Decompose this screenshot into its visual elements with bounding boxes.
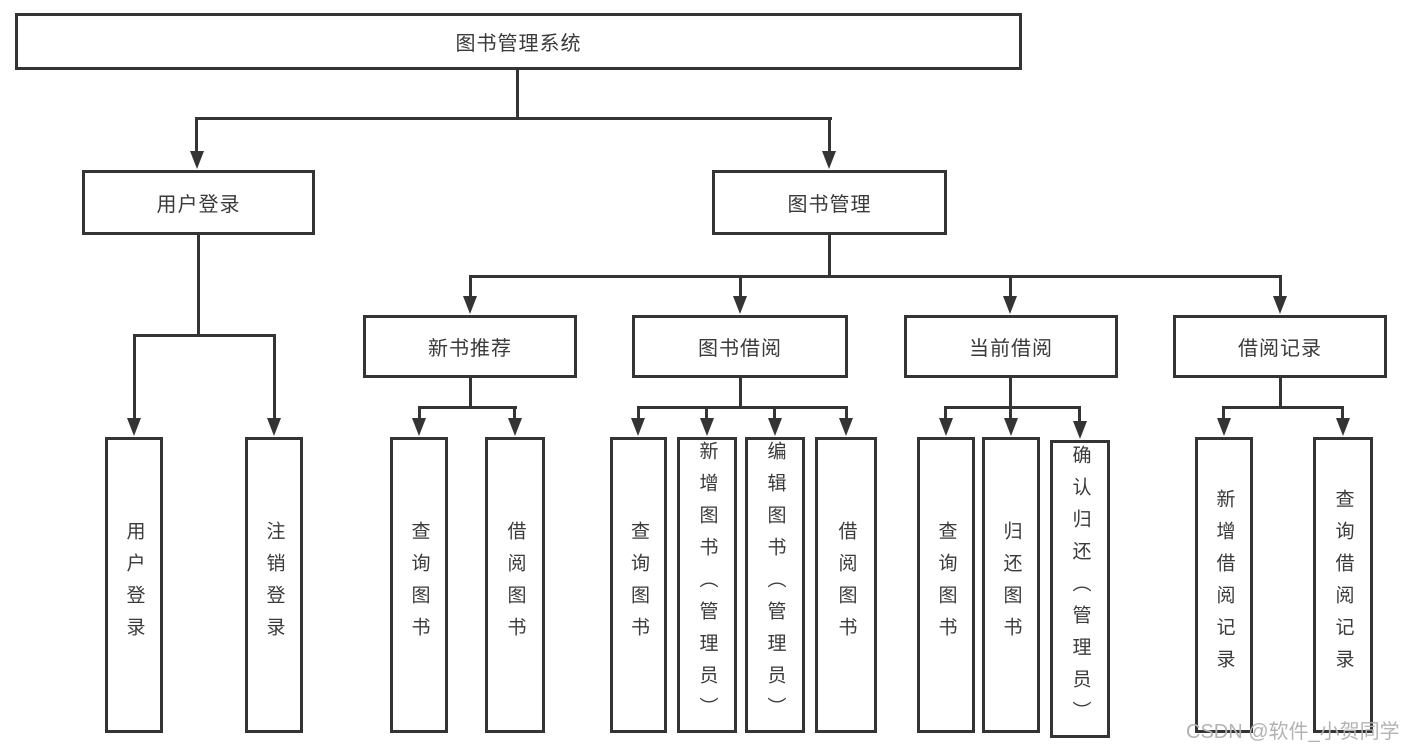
connector-line <box>773 406 776 420</box>
arrowhead-icon <box>822 151 836 169</box>
arrowhead-icon <box>412 418 426 436</box>
leaf-add-borrow-record: 新增借阅记录 <box>1195 437 1253 733</box>
arrowhead-icon <box>700 418 714 436</box>
arrowhead-icon <box>839 418 853 436</box>
connector-line <box>516 70 519 120</box>
connector-line <box>469 378 472 409</box>
leaf-query-books: 查询图书 <box>390 437 448 733</box>
arrowhead-icon <box>508 418 522 436</box>
connector-line <box>418 406 421 420</box>
node-library-management-system: 图书管理系统 <box>15 13 1022 70</box>
node-label: 确认归还（管理员） <box>1069 445 1091 733</box>
arrowhead-icon <box>127 418 141 436</box>
node-label: 查询图书 <box>935 521 957 649</box>
connector-line <box>1222 406 1344 409</box>
arrowhead-icon <box>1217 418 1231 436</box>
connector-line <box>133 334 136 420</box>
arrowhead-icon <box>1336 418 1350 436</box>
connector-line <box>828 234 831 278</box>
connector-line <box>469 275 472 299</box>
node-label: 查询借阅记录 <box>1332 489 1354 681</box>
leaf-return-books: 归还图书 <box>982 437 1040 733</box>
arrowhead-icon <box>939 418 953 436</box>
leaf-user-login: 用户登录 <box>105 437 163 733</box>
arrowhead-icon <box>631 418 645 436</box>
connector-line <box>418 406 517 409</box>
node-label: 图书管理系统 <box>455 33 582 55</box>
node-label: 新增借阅记录 <box>1213 489 1235 681</box>
node-label: 用户登录 <box>123 521 145 649</box>
node-label: 借阅记录 <box>1238 338 1322 360</box>
node-label: 图书管理 <box>787 194 872 216</box>
connector-line <box>637 406 848 409</box>
arrowhead-icon <box>768 418 782 436</box>
connector-line <box>513 406 516 420</box>
connector-line <box>828 117 831 155</box>
leaf-borrow-books: 借阅图书 <box>485 437 545 733</box>
node-borrowing-records: 借阅记录 <box>1173 315 1387 378</box>
node-label: 借阅图书 <box>835 521 857 649</box>
arrowhead-icon <box>1273 296 1287 314</box>
connector-line <box>739 275 742 299</box>
node-label: 查询图书 <box>628 521 649 649</box>
connector-line <box>637 406 640 420</box>
connector-line <box>197 234 200 337</box>
node-label: 新增图书（管理员） <box>696 441 718 729</box>
node-label: 注销登录 <box>263 521 285 649</box>
arrowhead-icon <box>733 296 747 314</box>
node-label: 图书借阅 <box>698 338 782 360</box>
connector-line <box>944 406 947 420</box>
arrowhead-icon <box>463 296 477 314</box>
arrowhead-icon <box>190 151 204 169</box>
leaf-query-books: 查询图书 <box>610 437 667 733</box>
connector-line <box>1009 378 1012 409</box>
connector-line <box>1078 406 1081 422</box>
csdn-watermark: CSDN @软件_小贺同学 <box>1186 721 1400 743</box>
connector-line <box>469 275 1281 278</box>
arrowhead-icon <box>267 418 281 436</box>
connector-line <box>195 117 832 120</box>
leaf-query-borrow-record: 查询借阅记录 <box>1313 437 1373 733</box>
connector-line <box>1341 406 1344 420</box>
node-label: 当前借阅 <box>969 338 1053 360</box>
node-label: 用户登录 <box>156 194 241 216</box>
node-current-borrowing: 当前借阅 <box>904 315 1118 378</box>
connector-line <box>705 406 708 420</box>
arrowhead-icon <box>1003 296 1017 314</box>
connector-line <box>1279 275 1282 299</box>
node-label: 归还图书 <box>1000 521 1022 649</box>
connector-line <box>1009 275 1012 299</box>
node-label: 编辑图书（管理员） <box>764 441 786 729</box>
connector-line <box>273 334 276 420</box>
leaf-add-books-admin: 新增图书（管理员） <box>677 437 737 733</box>
node-user-login: 用户登录 <box>82 170 315 235</box>
node-new-book-recommendation: 新书推荐 <box>363 315 577 378</box>
connector-line <box>1279 378 1282 409</box>
connector-line <box>739 378 742 409</box>
node-label: 查询图书 <box>408 521 430 649</box>
connector-line <box>1222 406 1225 420</box>
arrowhead-icon <box>1073 421 1087 439</box>
leaf-logout: 注销登录 <box>245 437 303 733</box>
node-book-management: 图书管理 <box>712 170 947 235</box>
leaf-confirm-return-admin: 确认归还（管理员） <box>1050 440 1110 738</box>
node-label: 新书推荐 <box>428 338 512 360</box>
connector-line <box>845 406 848 420</box>
arrowhead-icon <box>1004 418 1018 436</box>
node-book-borrowing: 图书借阅 <box>632 315 848 378</box>
leaf-borrow-books: 借阅图书 <box>815 437 877 733</box>
connector-line <box>195 117 198 155</box>
leaf-query-books: 查询图书 <box>917 437 975 733</box>
connector-line <box>944 406 1081 409</box>
connector-line <box>1009 406 1012 420</box>
node-label: 借阅图书 <box>504 521 526 649</box>
leaf-edit-books-admin: 编辑图书（管理员） <box>745 437 805 733</box>
connector-line <box>133 334 276 337</box>
